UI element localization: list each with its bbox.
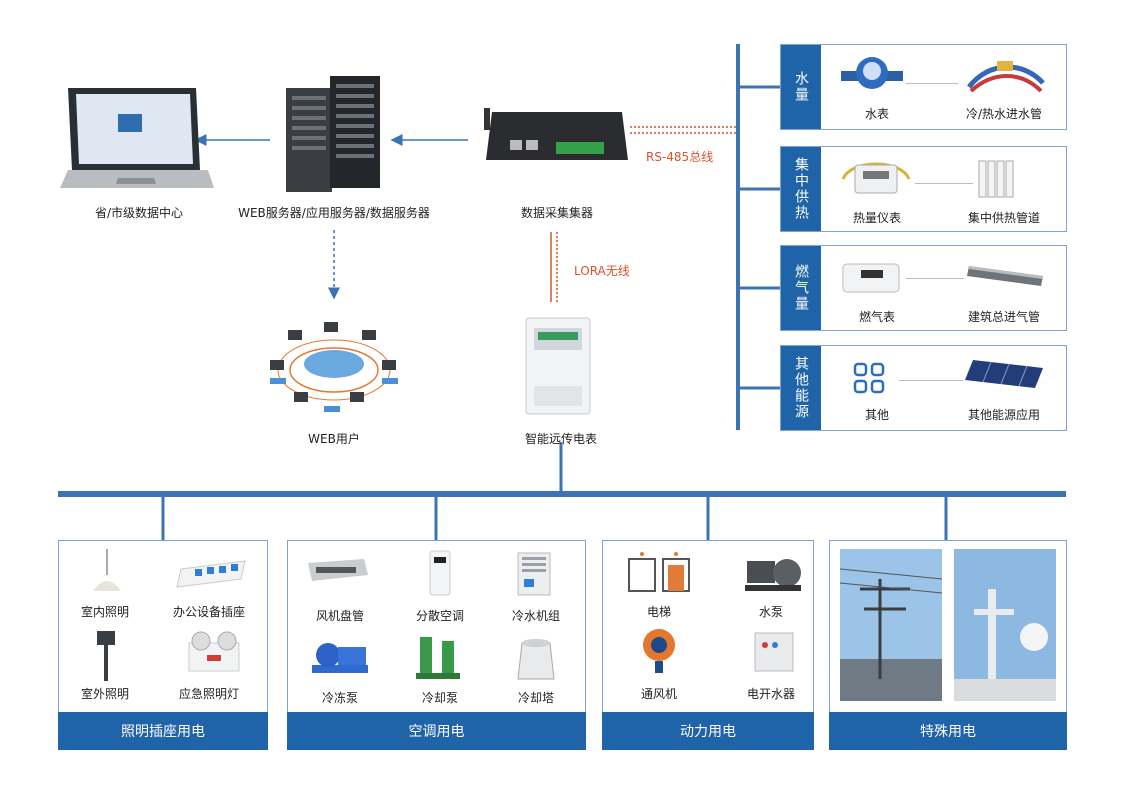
water-pump-icon (743, 551, 803, 597)
panel-water: 水量 水表 冷/热水进水管 (780, 44, 1067, 130)
smart-meter-icon (524, 316, 592, 416)
panel-gas-tag: 燃气量 (781, 246, 821, 330)
ship-mast-photo (954, 549, 1056, 701)
panel-other-item-1: 其他 (864, 408, 890, 422)
panel-water-item-1: 水表 (864, 107, 890, 121)
smart-meter-label: 智能远传电表 (524, 432, 598, 446)
ac-item-2: 分散空调 (415, 609, 465, 623)
panel-heating-item-1: 热量仪表 (852, 211, 902, 225)
ventilation-fan-icon (639, 625, 679, 679)
lighting-item-1: 室内照明 (80, 605, 130, 619)
lighting-item-4: 应急照明灯 (178, 687, 240, 701)
power-item-2: 水泵 (758, 605, 784, 619)
lighting-item-3: 室外照明 (80, 687, 130, 701)
emergency-light-icon (187, 629, 241, 677)
ac-item-5: 冷却泵 (421, 691, 459, 705)
data-collector-icon (484, 104, 630, 164)
street-lamp-icon (93, 629, 119, 685)
ac-item-6: 冷却塔 (517, 691, 555, 705)
apps-grid-icon (853, 362, 885, 398)
water-pipe-icon (965, 57, 1047, 101)
panel-power-title: 动力用电 (602, 712, 814, 750)
panel-other-item-2: 其他能源应用 (967, 408, 1041, 422)
panel-ac: 风机盘管 分散空调 冷水机组 冷冻泵 冷却泵 冷却塔 空调用电 (287, 540, 586, 750)
panel-gas-item-1: 燃气表 (858, 310, 896, 324)
ac-item-3: 冷水机组 (511, 609, 561, 623)
panel-heating: 集中供热 热量仪表 集中供热管道 (780, 146, 1067, 232)
power-item-4: 电开水器 (746, 687, 796, 701)
cooling-tower-icon (516, 635, 556, 685)
panel-gas-item-2: 建筑总进气管 (967, 310, 1041, 324)
radiator-icon (977, 157, 1017, 205)
panel-heating-item-2: 集中供热管道 (967, 211, 1041, 225)
lighting-item-2: 办公设备插座 (172, 605, 246, 619)
web-users-label: WEB用户 (308, 432, 360, 446)
gas-pipe-icon (967, 262, 1047, 292)
ac-item-1: 风机盘管 (315, 609, 365, 623)
network-cloud-icon (264, 320, 404, 420)
water-boiler-icon (753, 631, 795, 677)
solar-panel-icon (965, 358, 1045, 398)
panel-power: 电梯 水泵 通风机 电开水器 动力用电 (602, 540, 814, 750)
panel-gas: 燃气量 燃气表 建筑总进气管 (780, 245, 1067, 331)
fan-coil-icon (306, 555, 370, 589)
split-ac-icon (428, 549, 452, 601)
panel-other-energy: 其他能源 其他 其他能源应用 (780, 345, 1067, 431)
cooling-pump-icon (416, 635, 460, 685)
power-item-1: 电梯 (646, 605, 672, 619)
pendant-lamp-icon (89, 549, 125, 599)
panel-special: 特殊用电 (829, 540, 1067, 750)
elevator-icon (627, 551, 693, 597)
collector-label: 数据采集集器 (520, 206, 594, 220)
water-meter-icon (841, 53, 903, 101)
panel-heating-tag: 集中供热 (781, 147, 821, 231)
panel-ac-title: 空调用电 (287, 712, 586, 750)
lora-label: LORA无线 (574, 264, 630, 278)
laptop-icon (58, 84, 214, 194)
panel-water-tag: 水量 (781, 45, 821, 129)
power-item-3: 通风机 (640, 687, 678, 701)
server-icon (280, 74, 384, 192)
panel-water-item-2: 冷/热水进水管 (965, 107, 1043, 121)
panel-other-tag: 其他能源 (781, 346, 821, 430)
chiller-unit-icon (516, 551, 552, 601)
panel-lighting-title: 照明插座用电 (58, 712, 268, 750)
data-center-label: 省/市级数据中心 (94, 206, 184, 220)
heat-meter-icon (841, 157, 911, 203)
ac-item-4: 冷冻泵 (321, 691, 359, 705)
substation-photo (839, 549, 943, 701)
servers-label: WEB服务器/应用服务器/数据服务器 (238, 206, 430, 220)
gas-meter-icon (841, 260, 901, 300)
panel-lighting: 室内照明 办公设备插座 室外照明 应急照明灯 照明插座用电 (58, 540, 268, 750)
chilled-pump-icon (310, 637, 370, 681)
power-strip-icon (175, 559, 247, 595)
panel-special-title: 特殊用电 (829, 712, 1067, 750)
rs485-label: RS-485总线 (646, 150, 714, 164)
